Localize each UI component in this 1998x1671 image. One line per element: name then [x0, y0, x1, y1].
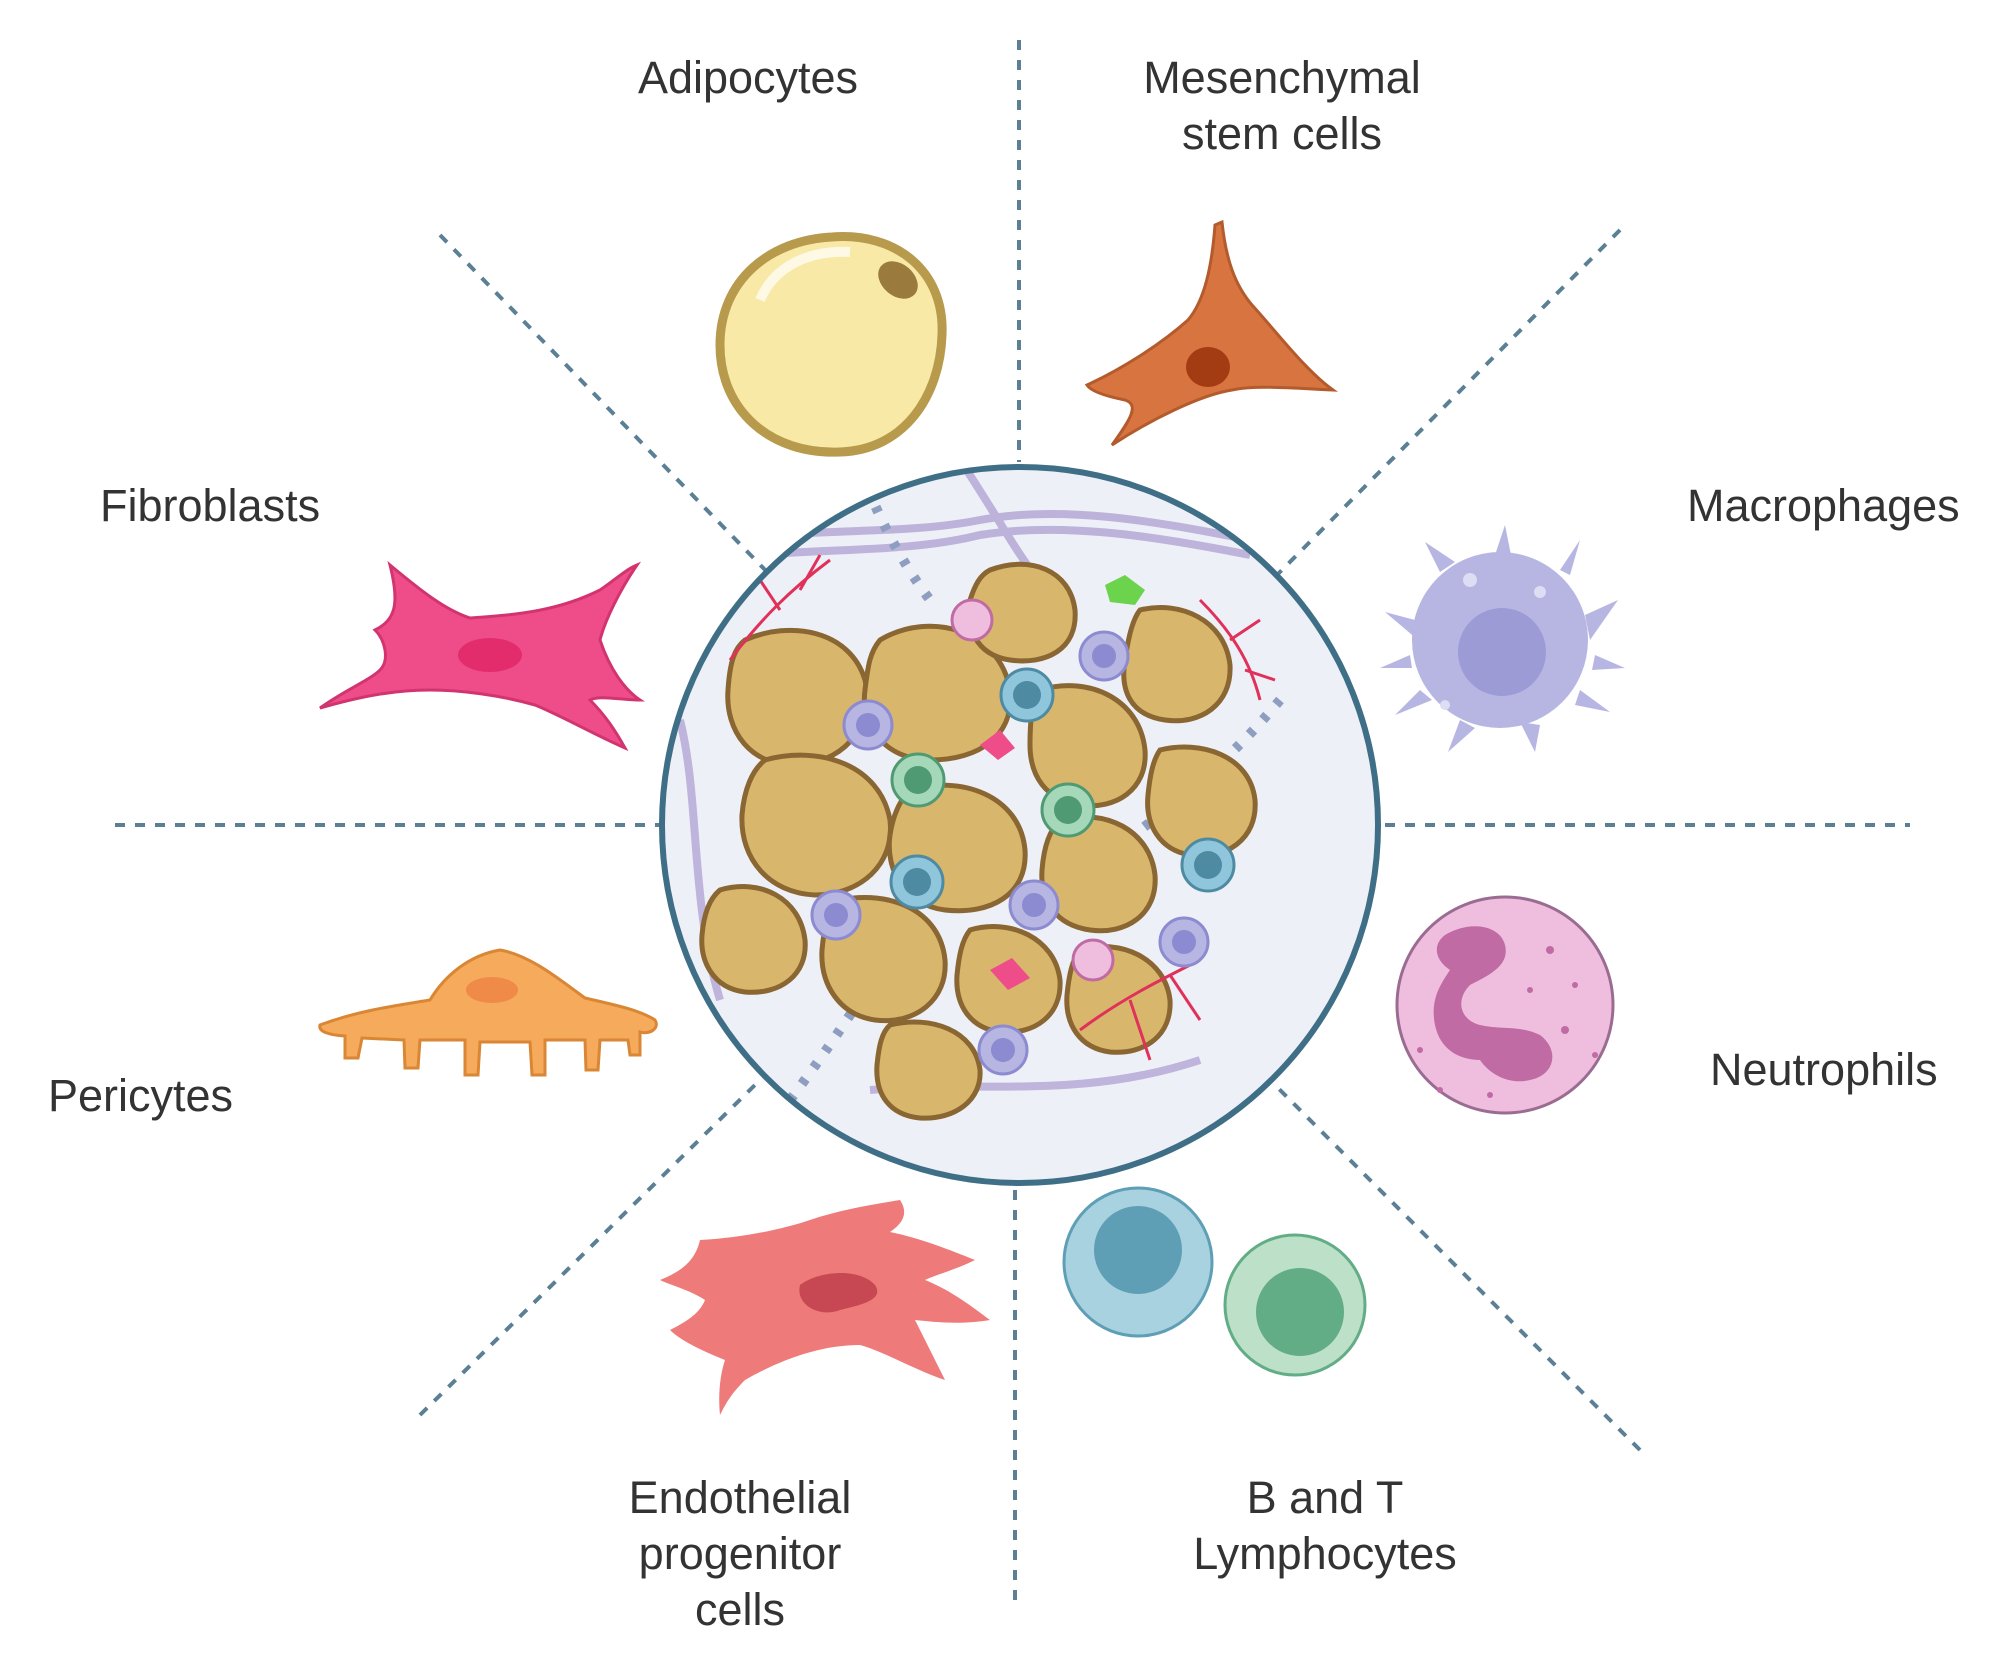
divider-top-right: [1270, 228, 1622, 582]
label-macrophages: Macrophages: [1687, 478, 1960, 534]
label-neutrophils: Neutrophils: [1710, 1042, 1938, 1098]
endothelial-progenitor-cell-icon: [660, 1200, 990, 1415]
adipocyte-icon: [715, 232, 947, 457]
label-line: cells: [694, 1584, 786, 1635]
label-adipocytes: Adipocytes: [638, 50, 858, 106]
tissue-circle-border: [659, 464, 1381, 1186]
mesenchymal-stem-cell-icon: [1084, 219, 1339, 447]
divider-lines: [115, 40, 1910, 1610]
label-line: stem cells: [1181, 108, 1383, 159]
neutrophil-icon: [1395, 895, 1615, 1115]
label-pericytes: Pericytes: [48, 1068, 233, 1124]
adipose-tissue-illustration: [659, 464, 1381, 1186]
label-b-and-t-lymphocytes: B and T Lymphocytes: [1193, 1470, 1456, 1582]
label-line: Pericytes: [48, 1070, 234, 1121]
label-mesenchymal-stem-cells: Mesenchymal stem cells: [1143, 50, 1421, 162]
label-fibroblasts: Fibroblasts: [100, 478, 320, 534]
macrophage-icon: [1380, 525, 1625, 752]
b-lymphocyte-icon: [1062, 1186, 1214, 1338]
label-line: Lymphocytes: [1193, 1528, 1457, 1579]
label-endothelial-progenitor-cells: Endothelial progenitor cells: [629, 1470, 852, 1638]
label-line: Mesenchymal: [1143, 52, 1421, 103]
pericyte-icon: [318, 948, 658, 1077]
t-lymphocyte-icon: [1223, 1233, 1367, 1377]
label-line: Endothelial: [628, 1472, 852, 1523]
label-line: Neutrophils: [1710, 1044, 1938, 1095]
fibroblast-icon: [319, 560, 645, 752]
divider-top-left: [438, 233, 772, 577]
label-line: Adipocytes: [637, 52, 859, 103]
label-line: Macrophages: [1687, 480, 1960, 531]
label-line: B and T: [1246, 1472, 1404, 1523]
label-line: progenitor: [638, 1528, 842, 1579]
label-line: Fibroblasts: [100, 480, 321, 531]
divider-bottom-right: [1268, 1078, 1642, 1452]
